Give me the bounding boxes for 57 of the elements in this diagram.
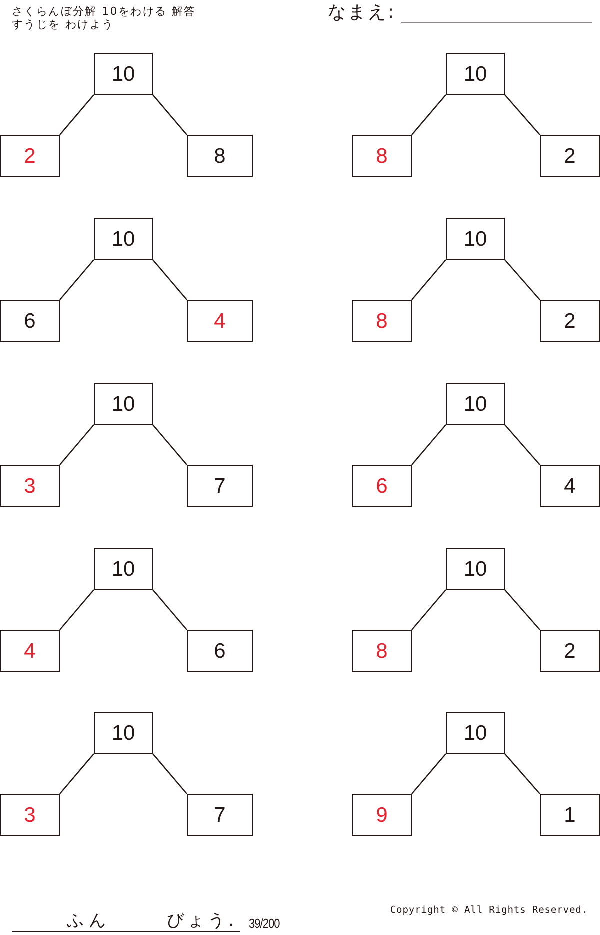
number-box: 6: [0, 300, 60, 342]
connector-line: [152, 260, 188, 300]
connector-line: [412, 754, 446, 794]
connector-line: [60, 590, 94, 630]
copyright-notice: Copyright © All Rights Reserved.: [390, 905, 588, 916]
number-box: 2: [540, 630, 600, 672]
number-box: 10: [446, 53, 505, 95]
number-box: 2: [540, 300, 600, 342]
worksheet-title: さくらんぼ分解 10をわける 解答: [12, 6, 196, 19]
connector-line: [152, 424, 188, 466]
number-box: 10: [446, 548, 505, 590]
connector-line: [60, 754, 94, 794]
number-box: 3: [0, 465, 60, 507]
number-box: 10: [94, 383, 153, 425]
connector-line: [412, 260, 446, 300]
connector-line: [60, 94, 94, 136]
number-box: 10: [94, 218, 153, 260]
number-box: 6: [352, 465, 412, 507]
seconds-label: びょう.: [167, 912, 238, 932]
number-box: 10: [94, 712, 153, 754]
connector-line: [504, 260, 540, 300]
number-box: 8: [352, 300, 412, 342]
connector-line: [152, 754, 188, 794]
number-box: 2: [0, 135, 60, 177]
number-box: 8: [352, 135, 412, 177]
connector-line: [504, 424, 540, 466]
instruction-text: すうじを わけよう: [12, 19, 114, 32]
number-box: 2: [540, 135, 600, 177]
connector-line: [504, 754, 540, 794]
number-box: 10: [446, 712, 505, 754]
connector-line: [60, 424, 94, 466]
number-box: 1: [540, 794, 600, 836]
number-box: 10: [446, 383, 505, 425]
connector-line: [152, 94, 188, 136]
number-box: 7: [187, 794, 253, 836]
number-box: 4: [0, 630, 60, 672]
number-box: 10: [446, 218, 505, 260]
connector-line: [60, 260, 94, 300]
connector-line: [412, 424, 446, 466]
connector-line: [504, 94, 540, 136]
minutes-label: ふん: [67, 912, 111, 932]
number-box: 7: [187, 465, 253, 507]
connector-line: [412, 590, 446, 630]
page-number: 39/200: [249, 917, 280, 932]
number-box: 4: [540, 465, 600, 507]
number-box: 4: [187, 300, 253, 342]
number-box: 3: [0, 794, 60, 836]
number-box: 9: [352, 794, 412, 836]
connector-line: [412, 94, 446, 136]
connector-line: [504, 590, 540, 630]
number-box: 10: [94, 548, 153, 590]
connector-line: [152, 590, 188, 630]
name-label: なまえ:: [328, 3, 396, 24]
number-box: 8: [352, 630, 412, 672]
number-box: 6: [187, 630, 253, 672]
number-box: 8: [187, 135, 253, 177]
number-box: 10: [94, 53, 153, 95]
